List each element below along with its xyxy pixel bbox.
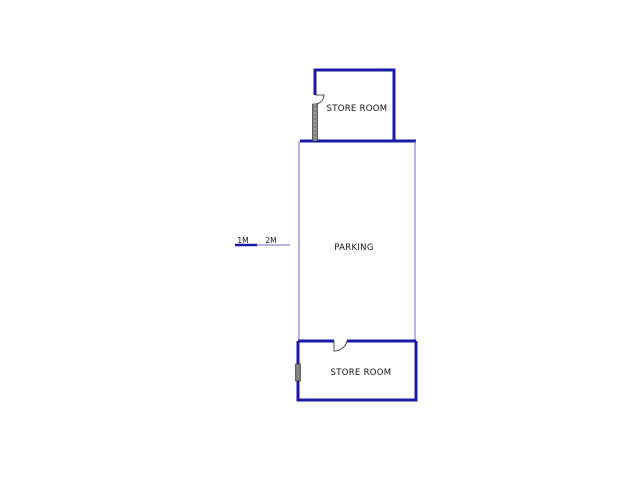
parking-label: PARKING [334,243,373,253]
door-swing-top [314,94,325,105]
window-bottom [295,363,301,382]
store-room-top-label: STORE ROOM [327,104,388,114]
store-room-top: STORE ROOM [300,68,416,143]
parking-area: PARKING [298,141,416,340]
scale-bar-label-2m: 2M [265,236,276,245]
door-swing-bottom [333,340,348,352]
scale-bar-label-1m: 1M [237,236,248,245]
store-room-top-wall [313,68,396,141]
store-room-bottom-label: STORE ROOM [331,368,392,378]
store-room-bottom: STORE ROOM [295,339,418,402]
scale-bar: 1M 2M [235,236,290,247]
